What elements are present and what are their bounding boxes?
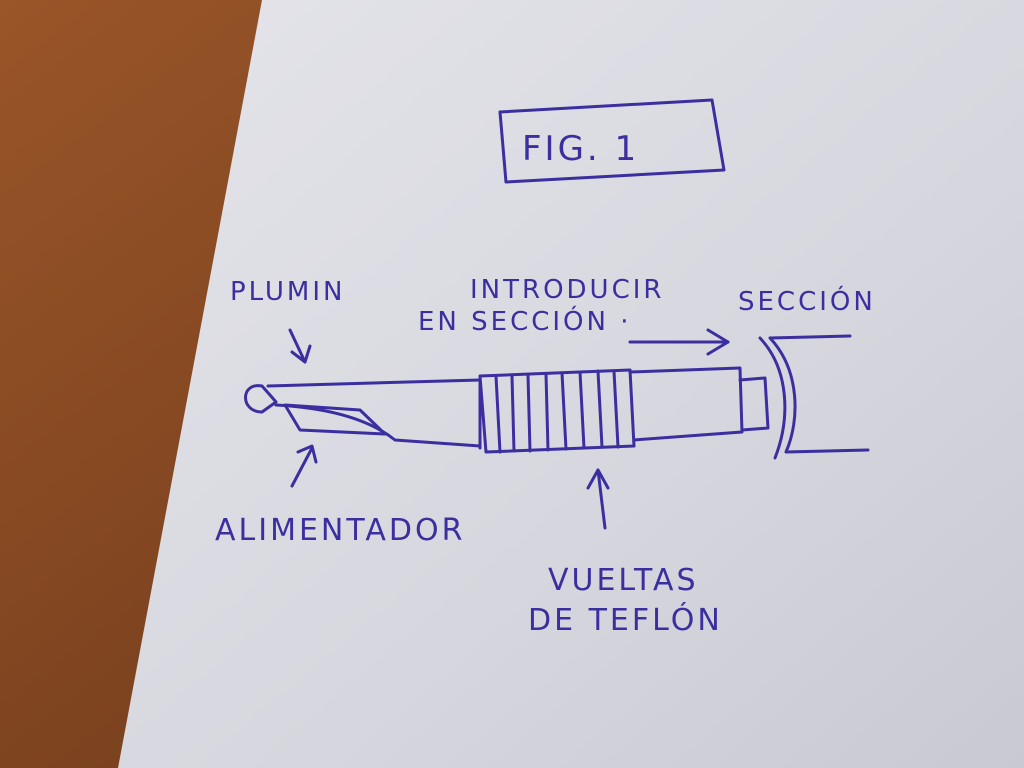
label-instruction-2: EN SECCIÓN · bbox=[418, 305, 632, 337]
paper-sheet bbox=[118, 0, 1024, 768]
arrow-insert bbox=[628, 328, 730, 356]
figure-title: FIG. 1 bbox=[522, 129, 639, 169]
label-teflon-2: DE TEFLÓN bbox=[528, 601, 723, 638]
label-instruction-1: INTRODUCIR bbox=[470, 275, 664, 305]
pen-body-drawing bbox=[628, 366, 770, 442]
label-feeder: ALIMENTADOR bbox=[215, 513, 465, 548]
arrow-teflon bbox=[586, 468, 610, 530]
arrow-nib bbox=[288, 328, 312, 364]
label-nib: PLUMIN bbox=[230, 277, 345, 307]
arrow-feeder bbox=[290, 444, 318, 488]
section-drawing bbox=[758, 334, 870, 460]
label-teflon-1: VUELTAS bbox=[548, 563, 699, 598]
figure-title-box: FIG. 1 bbox=[498, 98, 726, 184]
teflon-wraps-drawing bbox=[478, 368, 636, 454]
label-section: SECCIÓN bbox=[738, 285, 876, 317]
nib-and-feeder-drawing bbox=[244, 378, 482, 450]
